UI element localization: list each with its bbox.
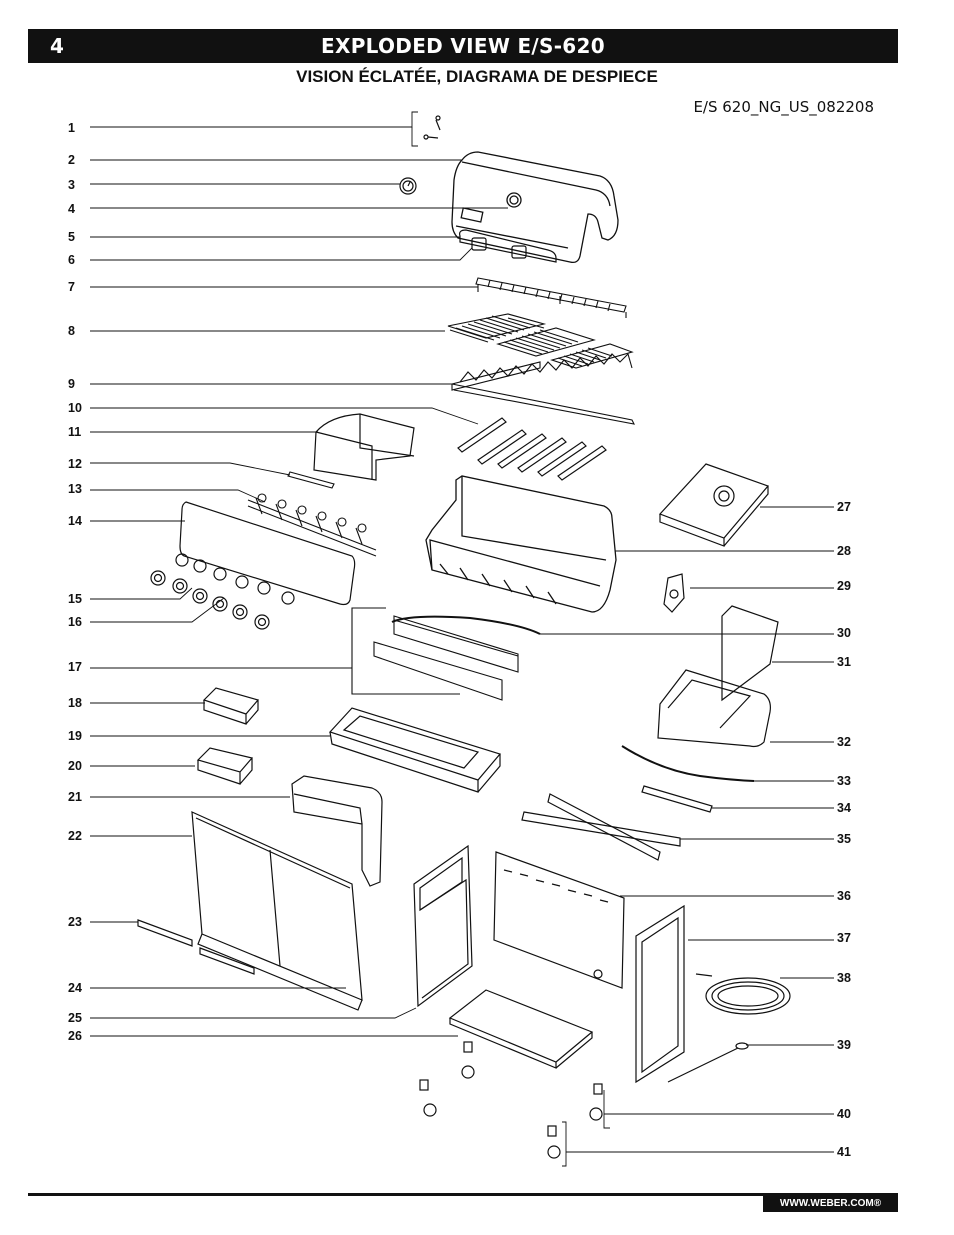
callout-number: 29 — [837, 579, 851, 593]
callout-number: 20 — [68, 759, 82, 773]
part-burner-tubes — [457, 417, 607, 481]
callout-number: 35 — [837, 832, 851, 846]
callout-number: 21 — [68, 790, 82, 804]
part-casters — [419, 1041, 603, 1159]
part-hardware — [423, 115, 441, 140]
callout-number: 36 — [837, 889, 851, 903]
callout-number: 37 — [837, 931, 851, 945]
callout-number: 12 — [68, 457, 82, 471]
callout-number: 41 — [837, 1145, 851, 1159]
callout-number: 30 — [837, 626, 851, 640]
callout-number: 27 — [837, 500, 851, 514]
part-thermometer — [399, 177, 417, 195]
page-title: EXPLODED VIEW E/S-620 — [321, 34, 605, 58]
callout-number: 1 — [68, 121, 75, 135]
callout-number: 5 — [68, 230, 75, 244]
callout-number: 23 — [68, 915, 82, 929]
callout-number: 17 — [68, 660, 82, 674]
part-side-burner-housing — [657, 669, 771, 748]
callout-number: 25 — [68, 1011, 82, 1025]
callout-number: 2 — [68, 153, 75, 167]
callout-number: 38 — [837, 971, 851, 985]
part-side-burner-cover — [313, 413, 415, 481]
part-control-panel — [175, 501, 356, 606]
part-right-frame — [635, 904, 685, 1084]
footer-rule — [28, 1193, 898, 1196]
callout-number: 14 — [68, 514, 82, 528]
callout-number: 40 — [837, 1107, 851, 1121]
part-cooking-grates — [447, 313, 634, 369]
part-side-burner — [658, 463, 770, 547]
callout-number: 26 — [68, 1029, 82, 1043]
part-warming-rack — [475, 277, 627, 318]
callout-number: 6 — [68, 253, 75, 267]
part-grease-tray — [328, 707, 502, 793]
callout-number: 15 — [68, 592, 82, 606]
callout-number: 24 — [68, 981, 82, 995]
callout-number: 18 — [68, 696, 82, 710]
callout-number: 34 — [837, 801, 851, 815]
part-handle — [459, 229, 557, 263]
callout-number: 7 — [68, 280, 75, 294]
leader-lines-right — [540, 506, 834, 1167]
part-tool — [667, 1042, 749, 1083]
part-igniter — [663, 573, 685, 613]
part-flavorizer-bars — [451, 352, 635, 425]
part-side-burner-lid — [721, 605, 779, 702]
part-drip-tray — [202, 687, 260, 725]
header-bar: 4 EXPLODED VIEW E/S-620 — [28, 29, 898, 63]
callout-number: 10 — [68, 401, 82, 415]
part-bottom-shelf — [448, 989, 594, 1069]
callout-number: 4 — [68, 202, 75, 216]
callout-number: 31 — [837, 655, 851, 669]
part-rails — [521, 793, 681, 861]
part-doors — [191, 811, 363, 1011]
part-back-panel — [493, 851, 625, 989]
callout-number: 39 — [837, 1038, 851, 1052]
page-number: 4 — [50, 34, 64, 58]
part-side-burner-hose — [621, 745, 755, 782]
footer-url: WWW.WEBER.COM® — [763, 1196, 898, 1212]
callout-number: 9 — [68, 377, 75, 391]
callout-number: 33 — [837, 774, 851, 788]
callout-number: 16 — [68, 615, 82, 629]
callout-number: 19 — [68, 729, 82, 743]
part-knobs — [150, 570, 270, 630]
callout-number: 13 — [68, 482, 82, 496]
model-code: E/S 620_NG_US_082208 — [693, 98, 874, 116]
part-catch-pan — [196, 747, 254, 785]
page-subtitle: VISION ÉCLATÉE, DIAGRAMA DE DESPIECE — [296, 67, 658, 86]
part-lid — [451, 151, 619, 264]
callout-number: 22 — [68, 829, 82, 843]
part-cookbox — [425, 475, 617, 613]
part-hose-coil — [695, 973, 791, 1015]
callout-number: 28 — [837, 544, 851, 558]
part-bracket — [287, 471, 335, 489]
callout-number: 3 — [68, 178, 75, 192]
part-door-handles — [137, 919, 255, 975]
part-valves — [247, 493, 377, 557]
callout-number: 11 — [68, 425, 82, 439]
part-left-frame — [413, 844, 473, 1008]
callout-number: 32 — [837, 735, 851, 749]
part-front-panel — [291, 775, 383, 887]
callout-number: 8 — [68, 324, 75, 338]
part-rail-short — [641, 785, 713, 813]
part-heat-deflectors — [351, 607, 519, 701]
part-gas-hose — [391, 615, 541, 635]
